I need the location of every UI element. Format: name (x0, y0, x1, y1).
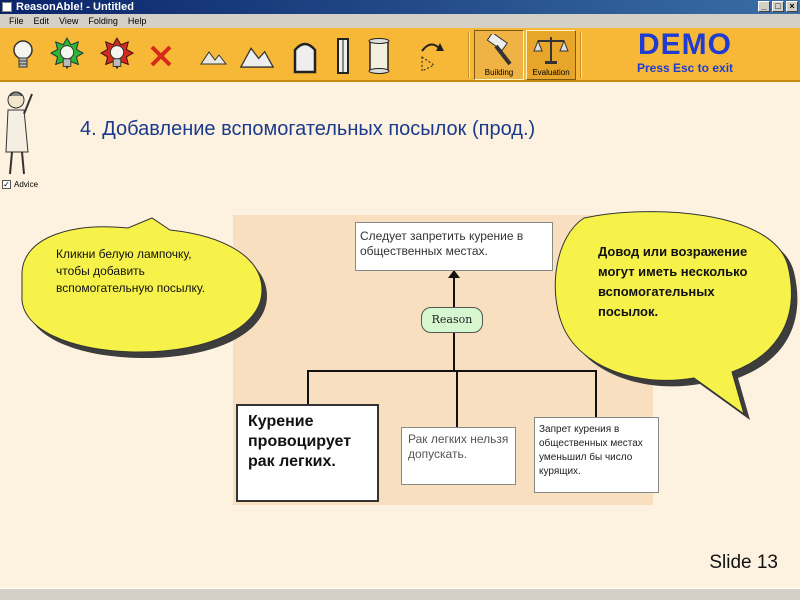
delete-icon[interactable] (144, 36, 178, 76)
app-icon (2, 2, 12, 12)
evaluation-label: Evaluation (532, 68, 570, 77)
bubble-left-text: Кликни белую лампочку, чтобы добавить вс… (56, 247, 206, 295)
demo-banner: DEMO Press Esc to exit (610, 28, 760, 82)
scales-icon (533, 37, 569, 64)
premise-helper-box[interactable]: Рак легких нельзя допускать. (401, 427, 516, 485)
demo-title: DEMO (638, 28, 732, 61)
small-mountains-icon[interactable] (196, 36, 230, 76)
advice-label: Advice (14, 180, 39, 189)
menu-file[interactable]: File (9, 16, 24, 26)
pillar-icon[interactable] (326, 36, 360, 76)
green-bulb-icon[interactable] (50, 36, 84, 76)
menu-view[interactable]: View (59, 16, 79, 26)
advisor-figure-icon[interactable] (2, 88, 34, 178)
window-title: ReasonAble! - Untitled (16, 1, 134, 13)
advice-checkbox[interactable]: ✓ Advice (2, 180, 38, 189)
toolbar: Building Evaluation DEMO Press Esc to ex… (0, 28, 800, 82)
menu-bar: File Edit View Folding Help (0, 14, 800, 28)
status-bar (0, 588, 800, 600)
red-bulb-icon[interactable] (100, 36, 134, 76)
scroll-icon[interactable] (362, 36, 396, 76)
connector-p3 (595, 370, 597, 417)
slide-heading: 4. Добавление вспомогательных посылок (п… (80, 118, 536, 140)
speech-bubble-left (21, 217, 267, 358)
reason-node[interactable]: Reason (421, 307, 483, 333)
premise-helper-box-2[interactable]: Запрет курения в общественных местах уме… (534, 417, 659, 493)
connector-reason-bar (453, 333, 455, 371)
connector-claim-reason (453, 271, 455, 308)
minimize-button[interactable]: _ (758, 1, 770, 12)
premise-main-box[interactable]: Курение провоцирует рак легких. (236, 404, 379, 502)
speech-bubble-right (554, 211, 798, 420)
arrowhead-icon (448, 270, 460, 278)
building-label: Building (484, 68, 514, 77)
close-button[interactable]: × (786, 1, 798, 12)
evaluation-mode-button[interactable]: Evaluation (526, 30, 576, 80)
rotate-arrow-icon[interactable] (414, 36, 448, 76)
advice-check[interactable]: ✓ (2, 180, 11, 189)
hammer-icon (486, 32, 512, 66)
claim-box[interactable]: Следует запретить курение в общественных… (355, 222, 553, 271)
bubble-right-text: Довод или возражение могут иметь несколь… (598, 244, 748, 319)
maximize-button[interactable]: □ (772, 1, 784, 12)
tombstone-icon[interactable] (288, 36, 322, 76)
large-mountains-icon[interactable] (240, 36, 274, 76)
title-bar: ReasonAble! - Untitled _ □ × (0, 0, 800, 14)
white-bulb-icon[interactable] (6, 36, 40, 76)
slide-number: Slide 13 (709, 552, 778, 573)
connector-p1 (307, 370, 309, 404)
building-mode-button[interactable]: Building (474, 30, 524, 80)
demo-subtitle: Press Esc to exit (636, 61, 734, 75)
menu-help[interactable]: Help (127, 16, 147, 26)
menu-edit[interactable]: Edit (33, 16, 50, 26)
connector-horizontal (307, 370, 597, 372)
connector-p2 (456, 370, 458, 427)
menu-folding[interactable]: Folding (88, 16, 118, 26)
